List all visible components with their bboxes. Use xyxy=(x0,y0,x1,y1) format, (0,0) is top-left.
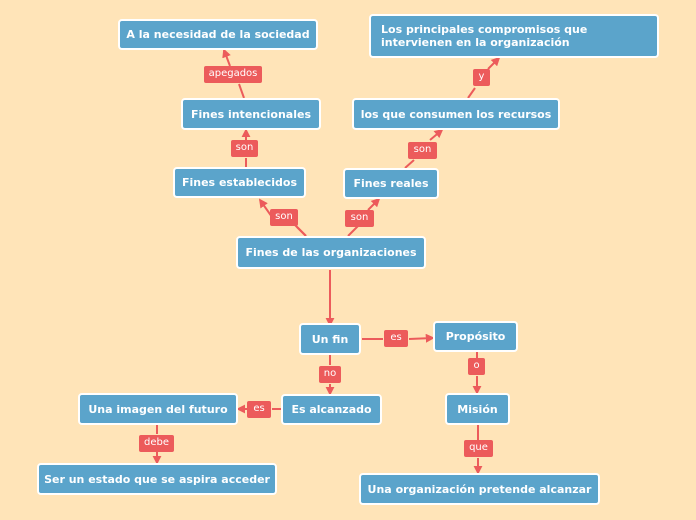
node-fines-intencionales[interactable]: Fines intencionales xyxy=(181,98,321,130)
label-o[interactable]: o xyxy=(468,358,485,375)
node-consumen-recursos[interactable]: los que consumen los recursos xyxy=(352,98,560,130)
label-es-imagen[interactable]: es xyxy=(247,401,271,418)
label-son-right[interactable]: son xyxy=(345,210,374,227)
node-fines-reales[interactable]: Fines reales xyxy=(343,168,439,199)
label-debe[interactable]: debe xyxy=(139,435,174,452)
node-principales-compromisos[interactable]: Los principales compromisos que intervie… xyxy=(369,14,659,58)
node-mision[interactable]: Misión xyxy=(445,393,510,425)
node-fines-organizaciones[interactable]: Fines de las organizaciones xyxy=(236,236,426,269)
edge-root-to-reales xyxy=(347,199,379,237)
node-es-alcanzado[interactable]: Es alcanzado xyxy=(281,394,382,425)
node-estado-aspira[interactable]: Ser un estado que se aspira acceder xyxy=(37,463,277,495)
node-un-fin[interactable]: Un fin xyxy=(299,323,361,355)
label-que[interactable]: que xyxy=(464,440,493,457)
node-proposito[interactable]: Propósito xyxy=(433,321,518,352)
label-es-proposito[interactable]: es xyxy=(384,330,408,347)
edge-consumen-to-compromisos xyxy=(467,58,499,99)
edge-reales-to-consumen xyxy=(404,130,442,169)
edge-root-to-establecidos-lead xyxy=(296,226,307,237)
label-apegados[interactable]: apegados xyxy=(204,66,262,83)
edge-intencionales-to-necesidad xyxy=(224,50,245,99)
node-necesidad-sociedad[interactable]: A la necesidad de la sociedad xyxy=(118,19,318,50)
label-son-establecidos[interactable]: son xyxy=(231,140,258,157)
node-fines-establecidos[interactable]: Fines establecidos xyxy=(173,167,306,198)
label-son-left[interactable]: son xyxy=(270,209,298,226)
node-organizacion-pretende[interactable]: Una organización pretende alcanzar xyxy=(359,473,600,505)
node-imagen-futuro[interactable]: Una imagen del futuro xyxy=(78,393,238,425)
edge-unfin-to-proposito xyxy=(362,338,433,339)
label-y[interactable]: y xyxy=(473,69,490,86)
label-son-reales[interactable]: son xyxy=(408,142,437,159)
label-no[interactable]: no xyxy=(319,366,341,383)
